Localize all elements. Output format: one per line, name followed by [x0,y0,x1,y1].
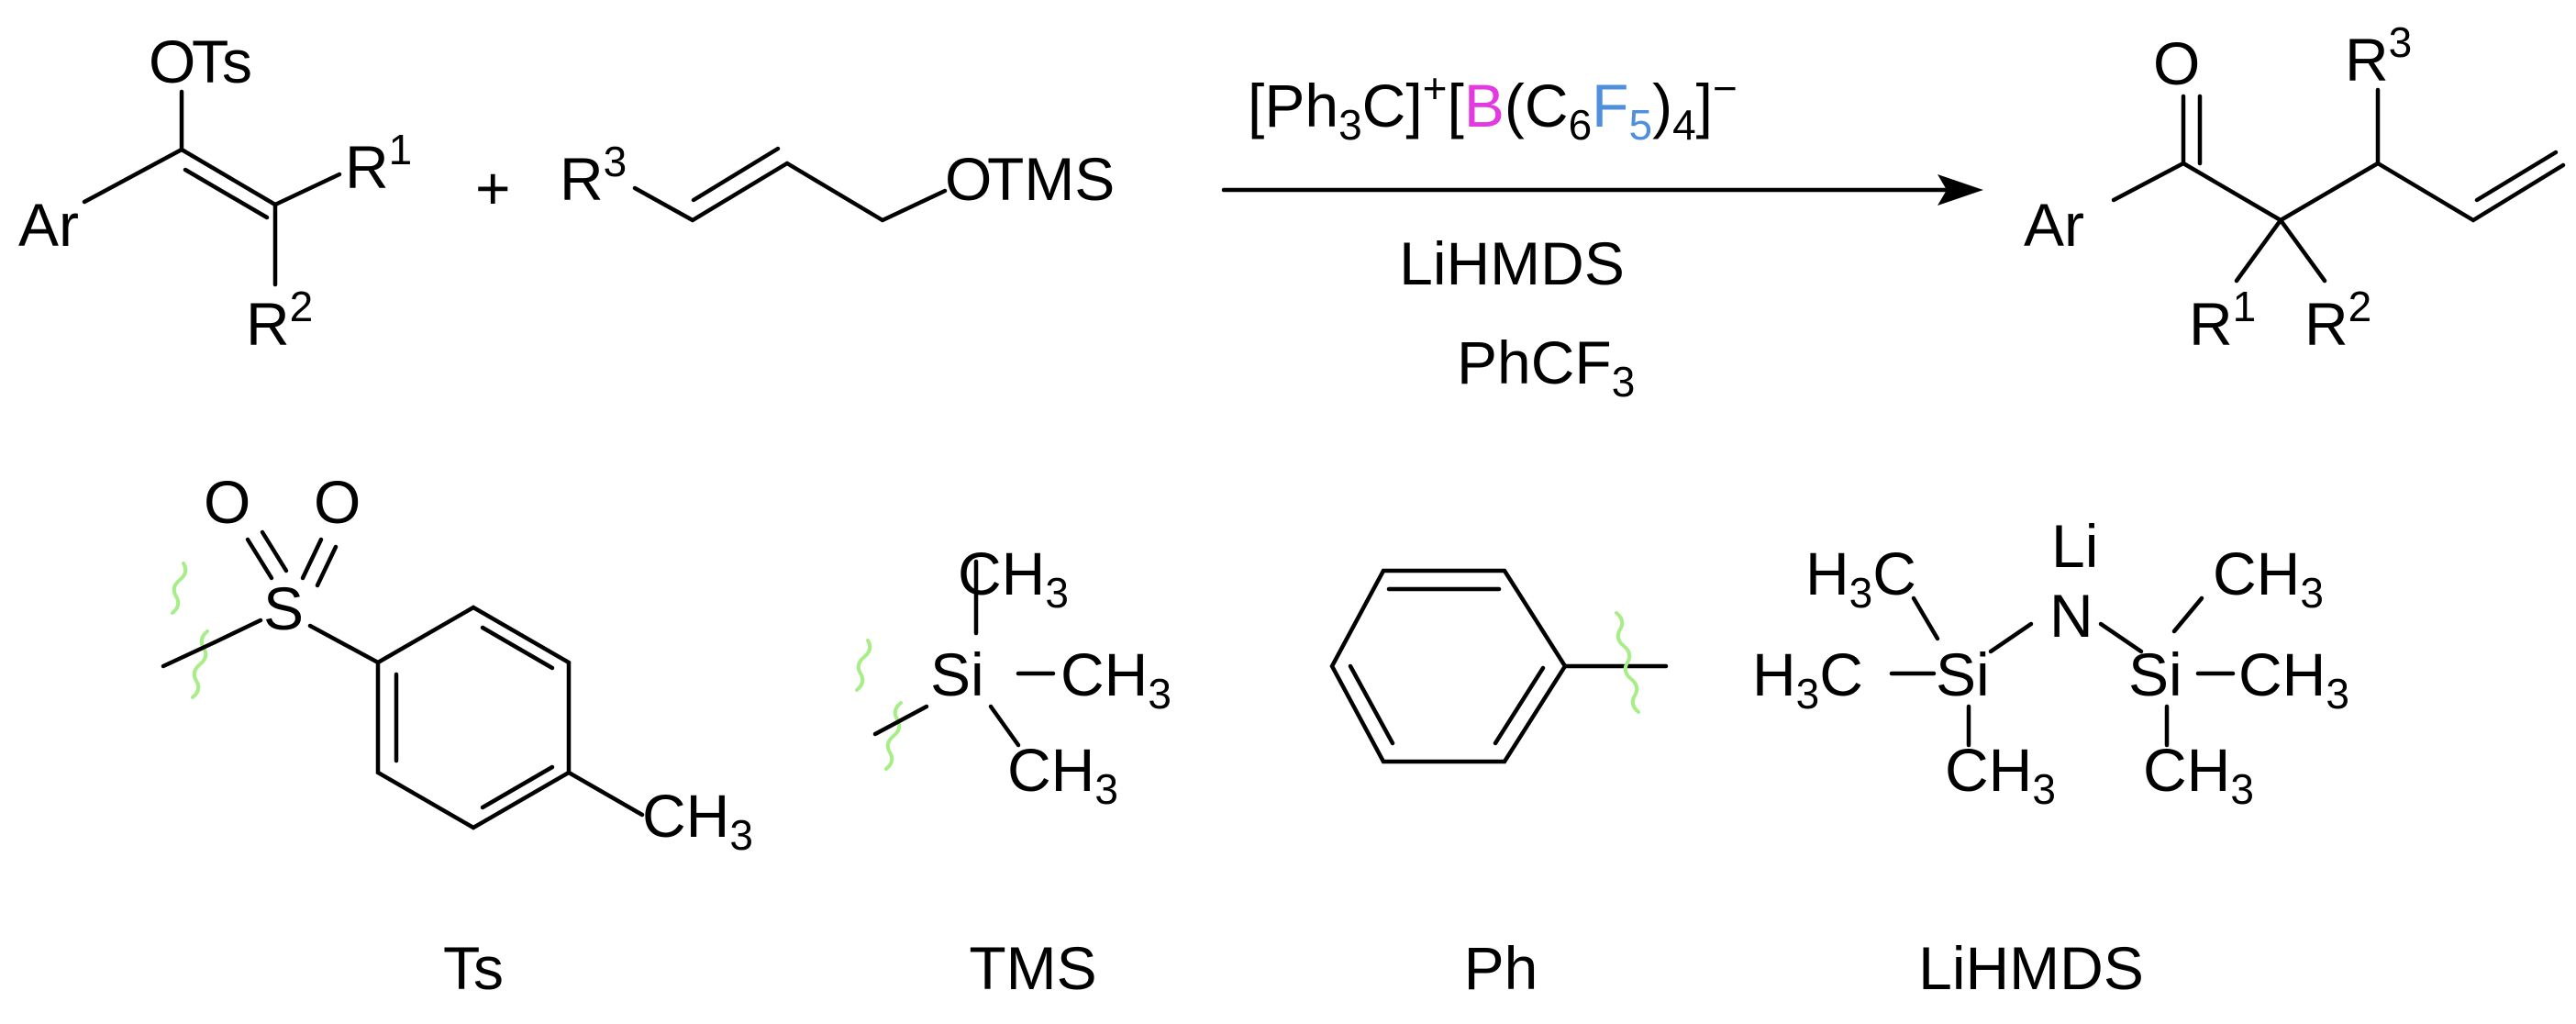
catalyst-label: [Ph3C]+[B(C6F5)4]− [1248,64,1738,149]
ar-label: Ar [18,191,79,259]
reaction-arrow [1221,174,1983,206]
lihmds-methyl-right-label: CH3 [2238,640,2349,718]
lihmds-h3c-left-label: H3C [1752,640,1863,718]
caption-tms: TMS [969,934,1096,1002]
ether-oxygen-atom: O [945,145,992,213]
attachment-wavy-icon [1615,611,1640,714]
carbonyl-oxygen-atom: O [2153,29,2200,97]
product-r2-label: R2 [2304,283,2371,358]
caption-ts: Ts [443,934,504,1002]
caption-ph: Ph [1464,934,1538,1002]
lihmds-silicon-left-atom: Si [1936,640,1990,708]
legend-lihmds-structure: Li N Si Si H3C H3C CH3 CH3 CH3 CH3 [1752,512,2349,813]
product-ar-label: Ar [2024,191,2084,259]
attachment-wavy-icon [171,562,209,699]
r1-label: R1 [345,126,412,201]
lihmds-silicon-right-atom: Si [2128,640,2182,708]
product-r1-label: R1 [2189,283,2256,358]
lihmds-methyl-bottom-right-label: CH3 [2143,736,2254,813]
tms-silicon-atom: Si [930,640,984,708]
lihmds-methyl-bottom-left-label: CH3 [1945,736,2056,813]
r2-label: R2 [246,283,313,358]
ts-oxygen-right-atom: O [314,468,361,536]
legend-ph-structure [1329,568,1669,764]
lihmds-methyl-top-right-label: CH3 [2213,540,2324,617]
ts-sulfur-atom: S [263,574,304,642]
legend-tms-structure: Si CH3 CH3 CH3 [855,540,1171,813]
r3-label: R3 [560,138,627,213]
ots-oxygen-atom: O [149,28,195,95]
ts-methyl-label: CH3 [642,782,753,859]
ots-ts-label: Ts [192,28,252,95]
tms-methyl-top-label: CH3 [958,540,1069,617]
nitrogen-atom: N [2049,582,2093,650]
lihmds-h3c-top-label: H3C [1805,540,1916,617]
product: O Ar R3 R1 R2 [2024,18,2566,358]
product-r3-label: R3 [2345,18,2412,94]
solvent-label: PhCF3 [1457,328,1635,406]
boron-atom: B [1464,72,1505,139]
base-label: LiHMDS [1399,229,1625,297]
fluorine-atom: F [1592,72,1628,139]
legend-ts-structure: O O S CH3 [161,468,753,859]
reactant-allyl-silyl-ether: R3 O TMS [560,138,1115,223]
tms-label: TMS [987,145,1115,213]
plus-sign: + [475,154,511,222]
caption-lihmds: LiHMDS [1918,934,2144,1002]
attachment-wavy-icon [855,639,903,771]
reactant-enol-tosylate: O Ts Ar R1 R2 [18,28,412,358]
tms-methyl-right-label: CH3 [1060,640,1171,718]
lithium-atom: Li [2051,512,2098,580]
tms-methyl-bottom-label: CH3 [1007,736,1118,813]
ts-oxygen-left-atom: O [204,468,250,536]
